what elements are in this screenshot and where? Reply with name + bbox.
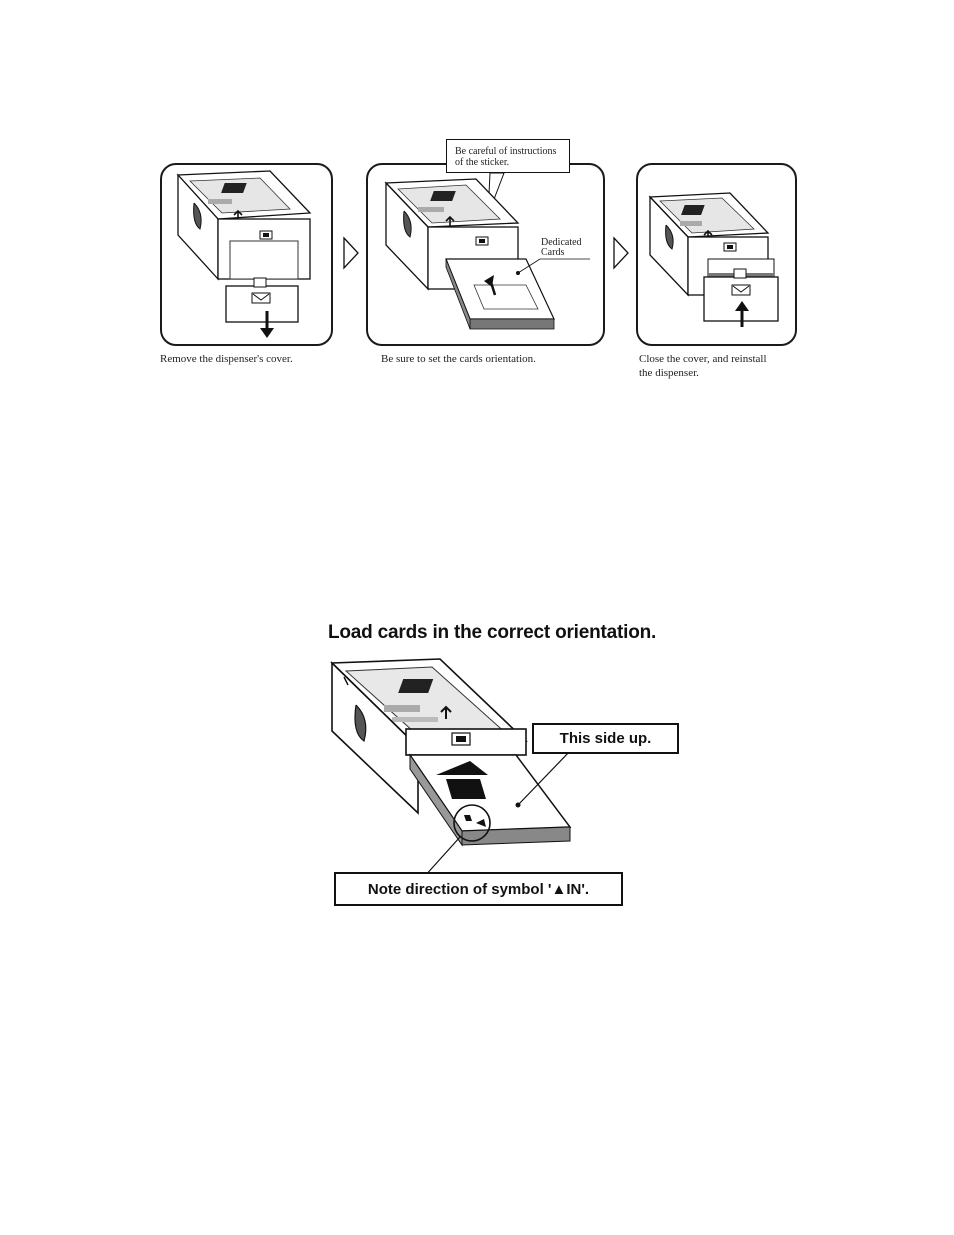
step-2-illustration xyxy=(366,163,605,346)
callout-line-2: of the sticker. xyxy=(455,157,509,168)
callout-line-1: Be careful of instructions xyxy=(455,146,556,157)
step-chevron-1 xyxy=(342,236,360,270)
step-chevron-2 xyxy=(612,236,630,270)
step-3-caption-line-1: Close the cover, and reinstall xyxy=(639,353,767,366)
step-3-caption-line-2: the dispenser. xyxy=(639,367,699,380)
dedicated-cards-label-line-2: Cards xyxy=(541,247,564,258)
step-3-illustration xyxy=(636,163,797,346)
symbol-direction-note: Note direction of symbol '▲IN'. xyxy=(334,872,623,906)
step-1-caption: Remove the dispenser's cover. xyxy=(160,353,293,366)
step-2-caption: Be sure to set the cards orientation. xyxy=(381,353,536,366)
this-side-up-label: This side up. xyxy=(532,723,679,754)
step-1-illustration xyxy=(160,163,333,346)
detail-illustration xyxy=(320,655,640,875)
detail-title: Load cards in the correct orientation. xyxy=(328,622,656,644)
